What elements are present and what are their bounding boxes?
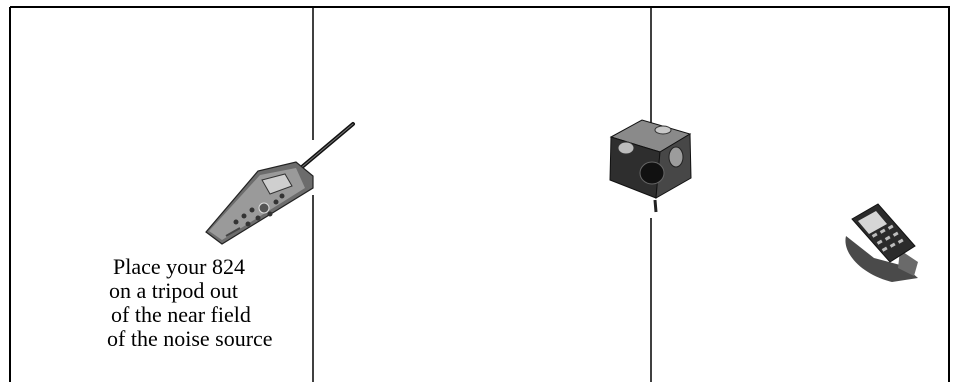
handheld-remote-icon	[845, 204, 918, 282]
caption-line: of the noise source	[0, 327, 320, 351]
caption-line: on a tripod out	[0, 279, 320, 303]
instruction-caption: Place your 824 on a tripod out of the ne…	[0, 255, 320, 351]
caption-line: of the near field	[0, 303, 320, 327]
cube-noise-source-icon	[610, 120, 691, 212]
sound-level-meter-icon	[206, 124, 353, 244]
caption-line: Place your 824	[0, 255, 320, 279]
